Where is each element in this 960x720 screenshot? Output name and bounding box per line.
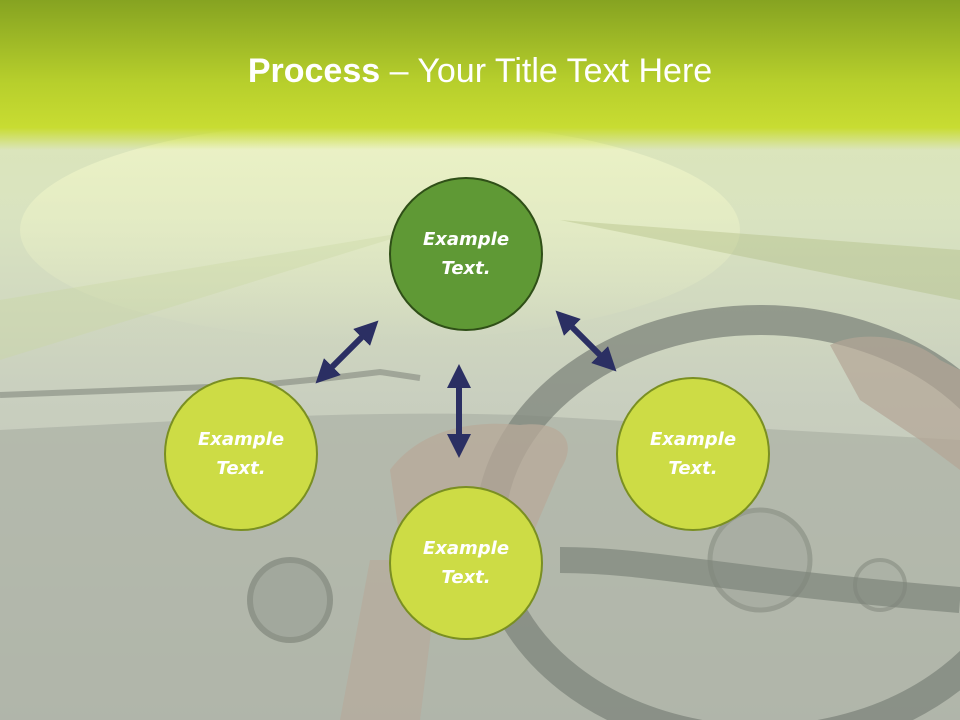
node-right-line2: Text.	[668, 458, 718, 479]
title-rest: – Your Title Text Here	[380, 52, 713, 90]
road-streak	[0, 230, 420, 360]
node-top-line1: Example	[422, 229, 510, 250]
road-glow	[20, 120, 740, 340]
gauge	[247, 557, 333, 643]
header-band	[0, 0, 960, 150]
double-arrow-icon	[315, 320, 379, 384]
slide-title: Process – Your Title Text Here	[0, 52, 960, 91]
node-bottom-line1: Example	[422, 538, 510, 559]
node-right-line1: Example	[649, 429, 737, 450]
steering-spoke	[559, 547, 960, 613]
node-top-line2: Text.	[441, 258, 491, 279]
double-arrow-icon	[555, 310, 617, 372]
right-hand	[830, 336, 960, 470]
node-left-line1: Example	[197, 429, 285, 450]
title-bold: Process	[247, 52, 381, 90]
road-streak	[560, 220, 960, 300]
node-bottom-line2: Text.	[441, 567, 491, 588]
node-left-line2: Text.	[216, 458, 266, 479]
